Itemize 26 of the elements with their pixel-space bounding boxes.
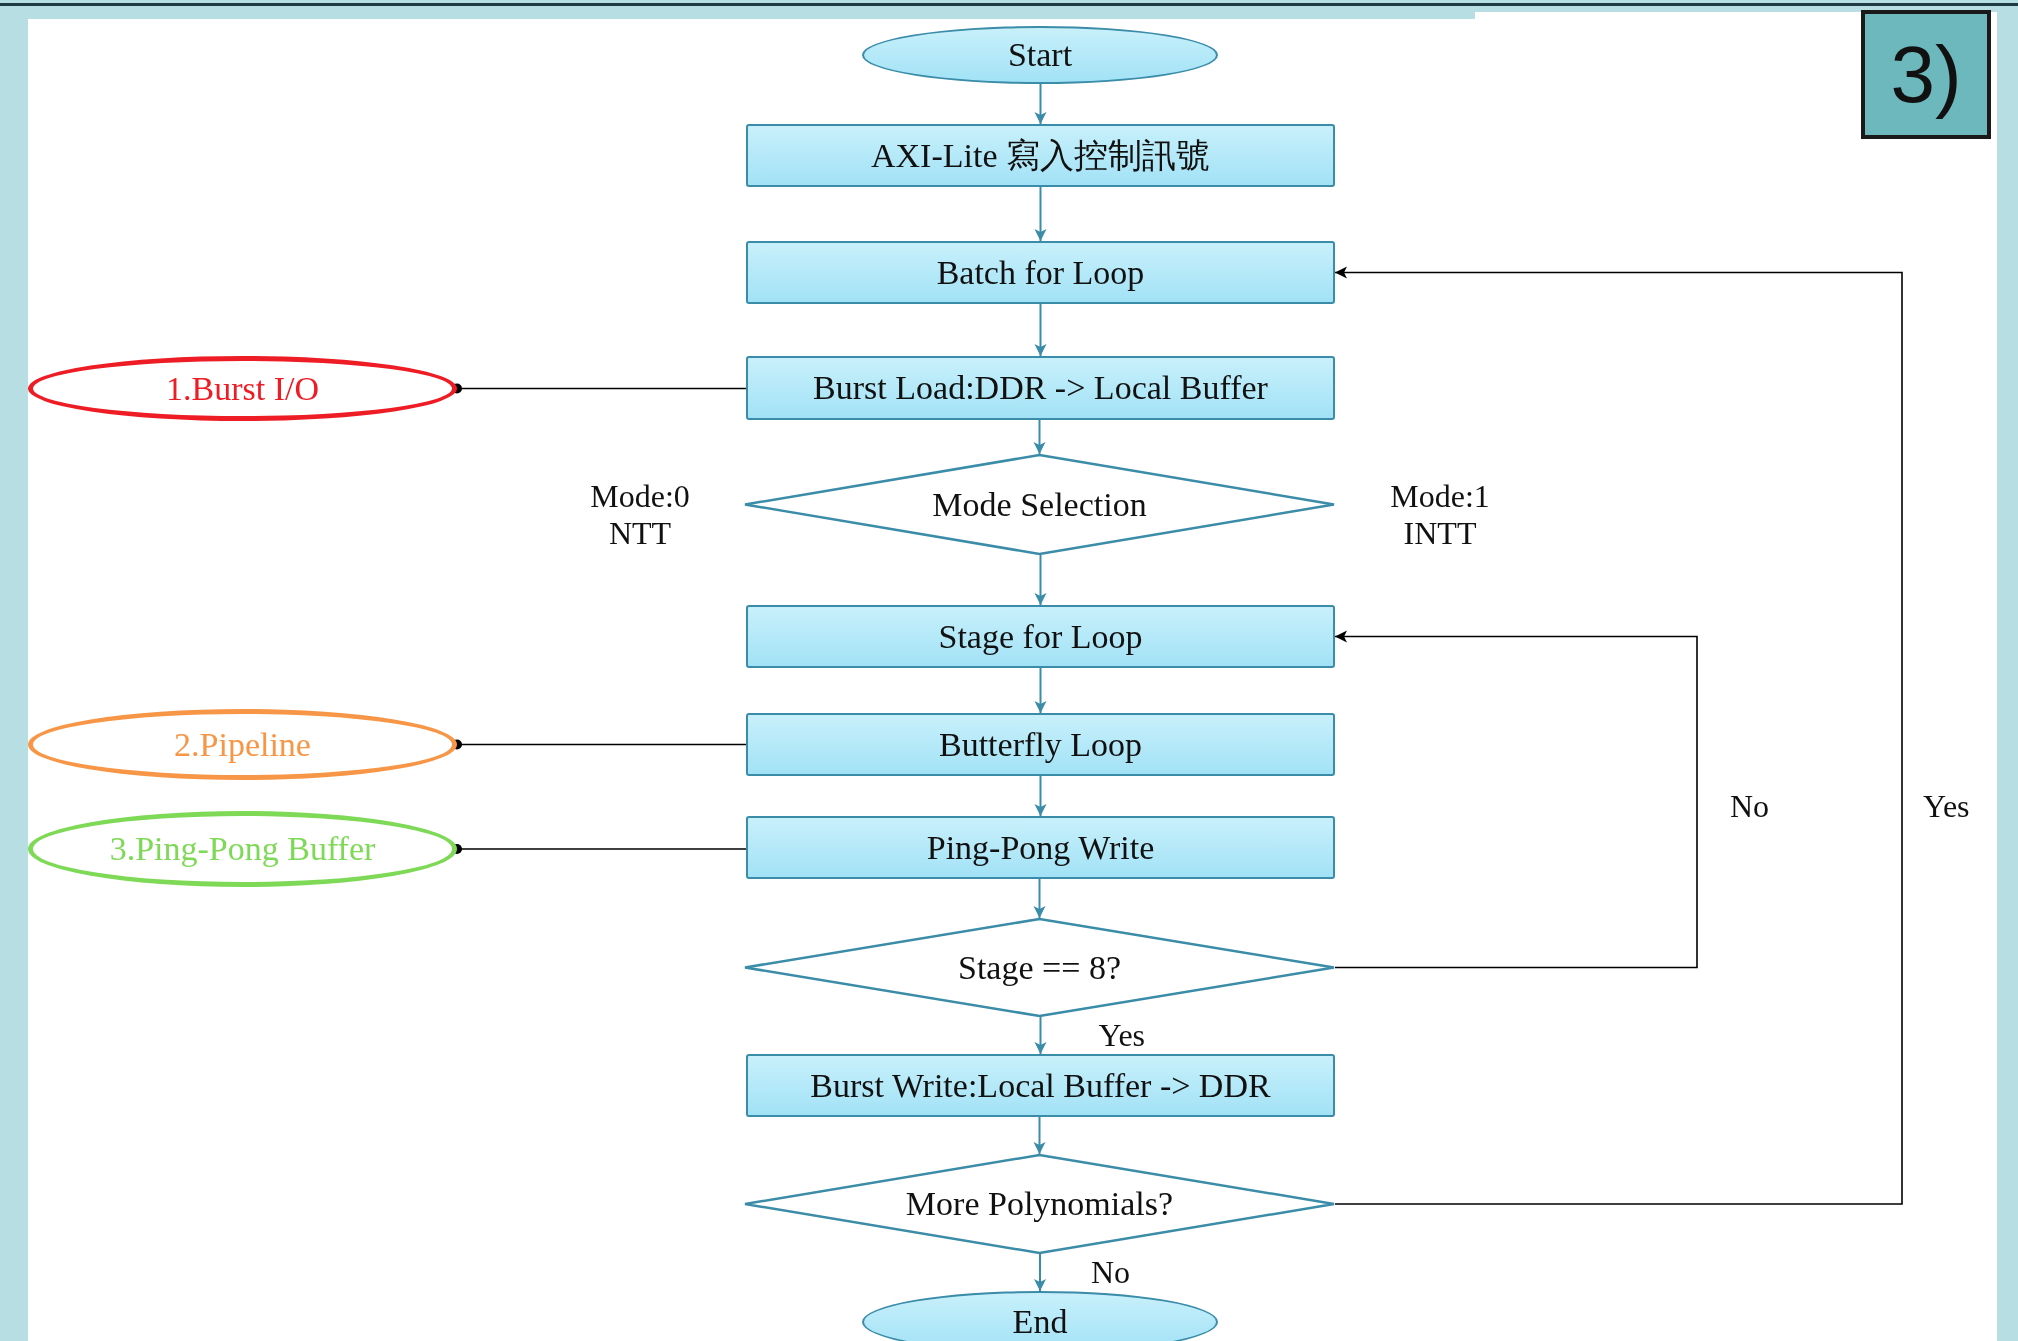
arrow — [1034, 83, 1047, 125]
arrow — [1033, 419, 1046, 455]
process-box: AXI-Lite 寫入控制訊號 — [746, 124, 1335, 187]
arrow — [1334, 266, 1903, 1205]
arrow — [1334, 630, 1698, 969]
process-box: Burst Load:DDR -> Local Buffer — [746, 356, 1335, 420]
decision-diamond: More Polynomials? — [744, 1154, 1335, 1254]
arrow — [1034, 775, 1047, 817]
arrow — [1034, 303, 1047, 357]
mode-label: Mode:1 INTT — [1389, 478, 1491, 552]
arrow — [1034, 667, 1047, 714]
arrow — [1033, 878, 1046, 919]
arrow — [1033, 1116, 1046, 1155]
decision-diamond: Mode Selection — [744, 454, 1335, 555]
mode-label: Mode:0 NTT — [589, 478, 691, 552]
process-box: Butterfly Loop — [746, 713, 1335, 776]
arrow — [1034, 554, 1047, 606]
arrow — [1034, 1253, 1046, 1292]
panel-number: 3) — [1861, 10, 1991, 139]
arrow — [1034, 1016, 1047, 1055]
process-box: Ping-Pong Write — [746, 816, 1335, 879]
decision-diamond: Stage == 8? — [744, 918, 1335, 1017]
arrow — [1034, 186, 1047, 242]
process-box: Burst Write:Local Buffer -> DDR — [746, 1054, 1335, 1117]
process-box: Batch for Loop — [746, 241, 1335, 304]
process-box: Stage for Loop — [746, 605, 1335, 668]
